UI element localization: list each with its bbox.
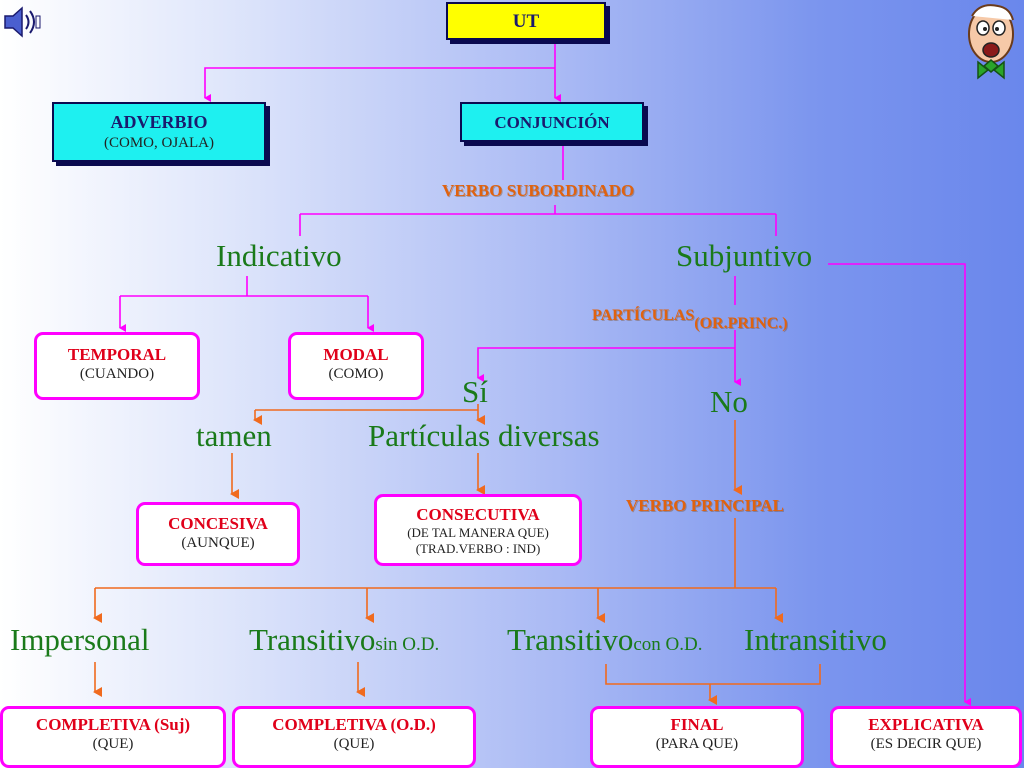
explicativa-sub: (ES DECIR QUE) xyxy=(870,736,982,753)
transitivo-sin-label: Transitivosin O.D. xyxy=(249,622,439,658)
no-label: No xyxy=(710,384,748,419)
modal-box[interactable]: MODAL (COMO) xyxy=(288,332,424,400)
temporal-box[interactable]: TEMPORAL (CUANDO) xyxy=(34,332,200,400)
temporal-sub: (CUANDO) xyxy=(79,366,155,383)
speaker-icon[interactable] xyxy=(2,4,42,40)
conjuncion-box[interactable]: CONJUNCIÓN xyxy=(460,102,644,142)
subjuntivo-label: Subjuntivo xyxy=(676,238,813,273)
concesiva-sub: (AUNQUE) xyxy=(181,535,255,552)
concesiva-box[interactable]: CONCESIVA (AUNQUE) xyxy=(136,502,300,566)
tamen-label: tamen xyxy=(196,418,272,453)
transitivo-con-sub: con O.D. xyxy=(633,634,703,655)
modal-title: MODAL xyxy=(323,345,389,364)
explicativa-title: EXPLICATIVA xyxy=(868,715,984,734)
intransitivo-label: Intransitivo xyxy=(744,622,887,657)
transitivo-sin-main: Transitivo xyxy=(249,622,376,657)
particulas-diversas-label: Partículas diversas xyxy=(368,418,600,453)
completiva-od-sub: (QUE) xyxy=(333,736,375,753)
completiva-suj-box[interactable]: COMPLETIVA (Suj) (QUE) xyxy=(0,706,226,768)
verbo-subordinado-label: VERBO SUBORDINADO xyxy=(442,181,635,200)
temporal-title: TEMPORAL xyxy=(67,345,167,364)
consecutiva-title: CONSECUTIVA xyxy=(416,505,540,524)
transitivo-con-main: Transitivo xyxy=(507,622,634,657)
completiva-od-box[interactable]: COMPLETIVA (O.D.) (QUE) xyxy=(232,706,476,768)
ut-label: UT xyxy=(512,11,540,32)
particulas-label: PARTÍCULAS(OR.PRINC.) xyxy=(592,307,788,332)
adverbio-box[interactable]: ADVERBIO (COMO, OJALA) xyxy=(52,102,266,162)
completiva-suj-sub: (QUE) xyxy=(92,736,134,753)
modal-sub: (COMO) xyxy=(328,366,384,383)
ut-root-box[interactable]: UT xyxy=(446,2,606,40)
consecutiva-sub1: (DE TAL MANERA QUE) xyxy=(407,525,549,541)
transitivo-sin-sub: sin O.D. xyxy=(375,634,440,655)
indicativo-label: Indicativo xyxy=(216,238,342,273)
final-box[interactable]: FINAL (PARA QUE) xyxy=(590,706,804,768)
conjuncion-title: CONJUNCIÓN xyxy=(494,113,610,132)
adverbio-sub: (COMO, OJALA) xyxy=(104,134,214,151)
particulas-main: PARTÍCULAS xyxy=(592,307,695,324)
consecutiva-sub2: (TRAD.VERBO : IND) xyxy=(415,540,541,556)
completiva-suj-title: COMPLETIVA (Suj) xyxy=(35,715,191,734)
final-sub: (PARA QUE) xyxy=(655,736,739,753)
adverbio-title: ADVERBIO xyxy=(110,112,208,132)
completiva-od-title: COMPLETIVA (O.D.) xyxy=(272,715,436,734)
particulas-sub: (OR.PRINC.) xyxy=(694,315,788,332)
impersonal-label: Impersonal xyxy=(10,622,150,657)
concesiva-title: CONCESIVA xyxy=(168,514,268,533)
consecutiva-box[interactable]: CONSECUTIVA (DE TAL MANERA QUE) (TRAD.VE… xyxy=(374,494,582,566)
si-label: Sí xyxy=(462,374,488,409)
transitivo-con-label: Transitivocon O.D. xyxy=(507,622,702,658)
explicativa-box[interactable]: EXPLICATIVA (ES DECIR QUE) xyxy=(830,706,1022,768)
final-title: FINAL xyxy=(670,715,724,734)
verbo-principal-label: VERBO PRINCIPAL xyxy=(626,496,784,515)
cartoon-face-icon xyxy=(968,4,1014,80)
